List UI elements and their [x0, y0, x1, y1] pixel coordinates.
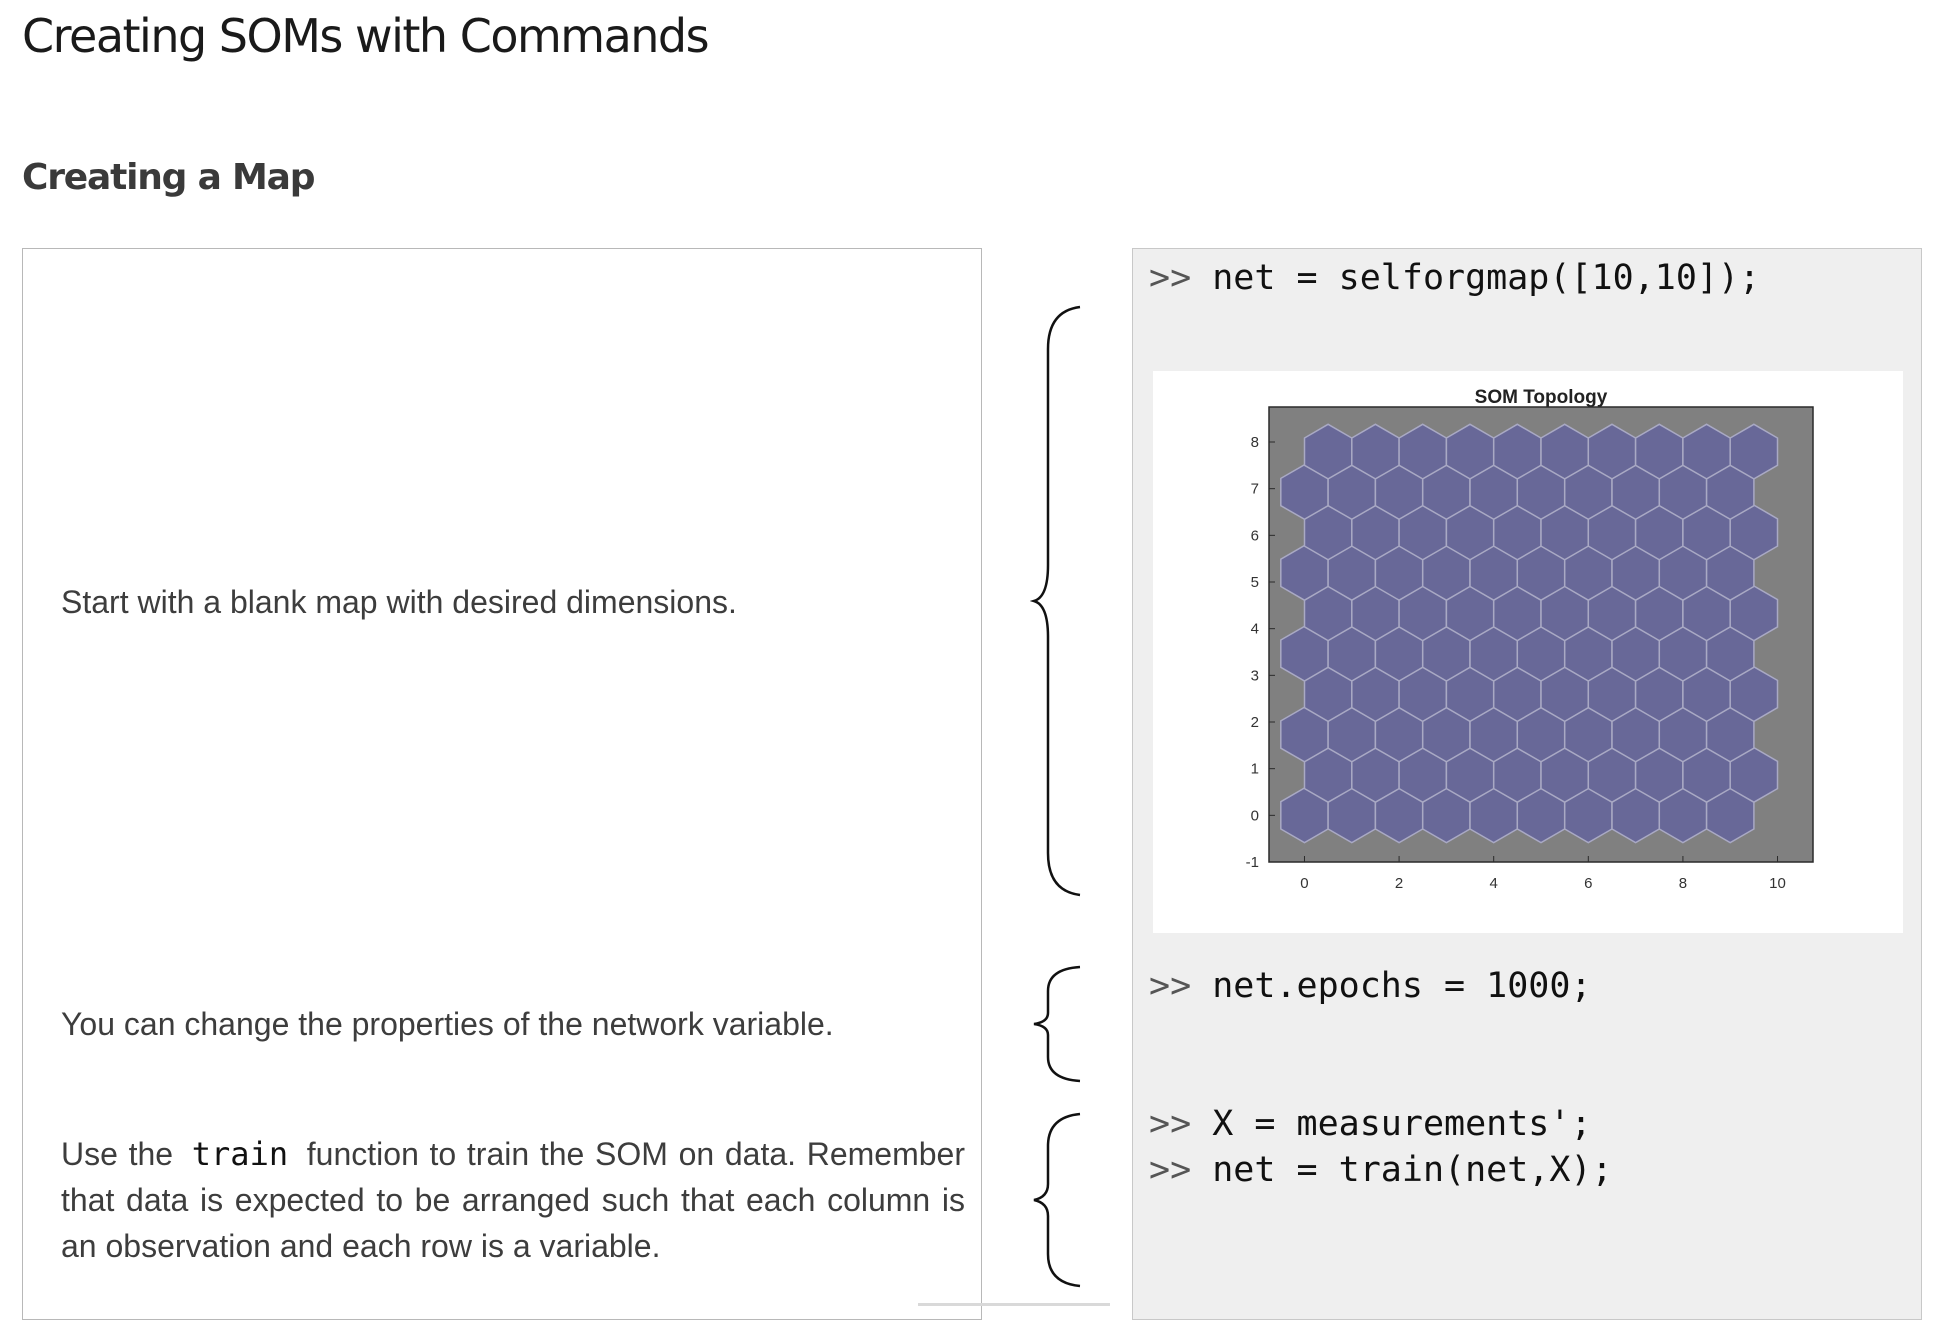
y-tick-label: -1: [1246, 854, 1259, 871]
axis-layer: 0 2 4 6 8 10 -1 0 1 2 3 4 5 6 7 8: [1246, 434, 1786, 892]
code-panel: >> net = selforgmap([10,10]); SOM Topolo…: [1132, 248, 1922, 1320]
curly-brace-properties-icon: [1033, 965, 1081, 1083]
code-train-call: net = train(net,X);: [1212, 1150, 1613, 1190]
train-description-start: Use the: [61, 1136, 174, 1172]
x-tick-label: 8: [1679, 875, 1687, 892]
y-tick-label: 6: [1251, 527, 1259, 544]
x-tick-label: 10: [1769, 875, 1786, 892]
blank-map-description: Start with a blank map with desired dime…: [61, 584, 737, 620]
prompt: >>: [1149, 1150, 1192, 1190]
som-topology-chart: SOM Topology 0 2 4 6 8 10 -1 0 1 2 3 4 5 6 7 8: [1246, 387, 1814, 892]
page-title: Creating SOMs with Commands: [22, 9, 710, 63]
code-set-epochs: net.epochs = 1000;: [1212, 966, 1592, 1006]
code-line-epochs: >> net.epochs = 1000;: [1149, 963, 1592, 1009]
code-line-assign-x: >> X = measurements';: [1149, 1101, 1592, 1147]
y-tick-label: 4: [1251, 621, 1259, 638]
prompt: >>: [1149, 966, 1192, 1006]
description-panel: Start with a blank map with desired dime…: [22, 248, 982, 1320]
chart-title: SOM Topology: [1475, 387, 1608, 408]
code-assign-x: X = measurements';: [1212, 1104, 1592, 1144]
train-description-rest: function to train the SOM on data. Remem…: [61, 1136, 966, 1264]
curly-brace-train-icon: [1033, 1112, 1081, 1288]
y-tick-label: 1: [1251, 761, 1259, 778]
code-line-train: >> net = train(net,X);: [1149, 1147, 1613, 1193]
som-neuron-hexagon: [1729, 423, 1779, 480]
curly-brace-map-icon: [1030, 305, 1081, 897]
prompt: >>: [1149, 258, 1192, 298]
x-tick-label: 2: [1395, 875, 1403, 892]
bottom-divider: [918, 1303, 1110, 1306]
code-create-map: net = selforgmap([10,10]);: [1212, 258, 1761, 298]
section-title: Creating a Map: [22, 157, 315, 198]
y-tick-label: 7: [1251, 481, 1259, 498]
y-tick-label: 0: [1251, 807, 1259, 824]
x-tick-label: 6: [1584, 875, 1592, 892]
code-line-create: >> net = selforgmap([10,10]);: [1149, 255, 1760, 301]
hexagon-layer: [1280, 423, 1779, 844]
y-tick-label: 8: [1251, 434, 1259, 451]
train-description: Use the train function to train the SOM …: [61, 1131, 965, 1269]
y-tick-label: 5: [1251, 574, 1259, 591]
y-tick-label: 2: [1251, 714, 1259, 731]
properties-description: You can change the properties of the net…: [61, 1006, 834, 1042]
som-topology-figure: SOM Topology 0 2 4 6 8 10 -1 0 1 2 3 4 5 6 7 8: [1153, 371, 1903, 933]
x-tick-label: 0: [1300, 875, 1308, 892]
x-tick-label: 4: [1490, 875, 1498, 892]
y-tick-label: 3: [1251, 667, 1259, 684]
train-keyword: train: [191, 1135, 289, 1173]
prompt: >>: [1149, 1104, 1192, 1144]
